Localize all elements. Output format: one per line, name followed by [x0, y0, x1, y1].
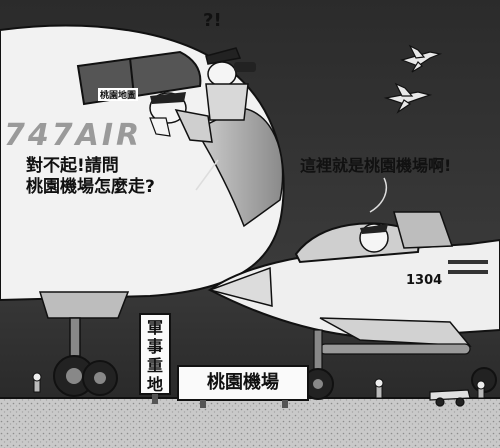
apology-line-2: 桃園機場怎麼走? [26, 177, 155, 197]
missile [319, 343, 471, 355]
pilot-with-binoculars [205, 47, 256, 121]
military-sign-char: 事 [146, 337, 163, 356]
military-sign: 軍 事 重 地 [143, 318, 167, 394]
apology-bubble: 對不起!請問 桃園機場怎麼走? [26, 156, 196, 198]
military-sign-char: 地 [146, 375, 163, 394]
military-sign-char: 重 [146, 356, 163, 375]
pilot-exclamation: ?! [203, 10, 222, 31]
binoculars-icon [234, 62, 256, 72]
fighter-jet [207, 211, 500, 400]
jet-number: 1304 [406, 273, 443, 288]
small-plane [429, 389, 471, 407]
distant-jet-upper [400, 44, 443, 73]
military-sign-board [139, 313, 171, 404]
tail-marking: 747AIR [4, 118, 143, 153]
airport-sign: 桃園機場 [207, 372, 279, 393]
flashlight-beam [194, 107, 284, 228]
military-sign-char: 軍 [146, 318, 163, 337]
reply-bubble: 這裡就是桃園機場啊! [300, 156, 452, 175]
pilot-leaning-out [149, 92, 213, 143]
cockpit-map-label: 桃園地圖 [98, 88, 139, 101]
airport-sign-board [177, 365, 309, 408]
apology-line-1: 對不起!請問 [26, 156, 119, 176]
distant-jet-lower [383, 82, 433, 114]
runway-ground [0, 398, 500, 448]
